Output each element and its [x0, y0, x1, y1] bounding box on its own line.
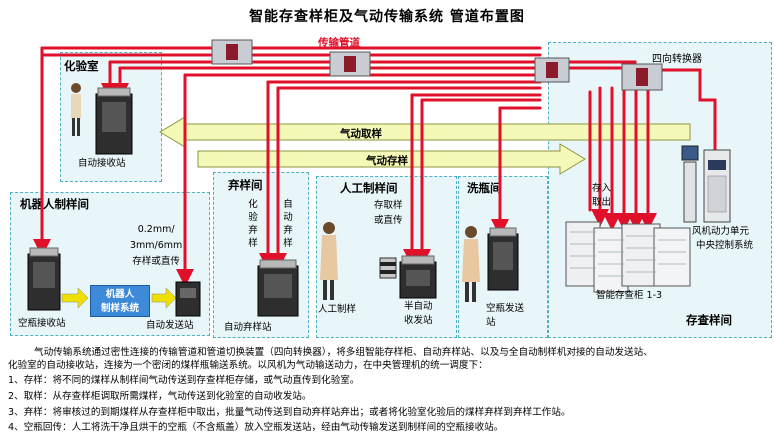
description-line-2: 化验室的自动接收站，连接为一个密闭的煤样瓶输送系统。以风机为气动输送动力，在中央…	[8, 360, 488, 371]
storage-room-label: 存查样间	[686, 313, 732, 327]
discard-room-label: 弃样间	[228, 178, 263, 192]
take-out-label: 取出	[592, 197, 612, 208]
vertical-char: 弃	[283, 225, 293, 236]
auto-send-station-label: 自动发送站	[146, 320, 194, 331]
manual-person	[320, 222, 338, 300]
fan-unit-label: 风机动力单元	[692, 226, 750, 237]
robot-room-label: 机器人制样间	[20, 197, 89, 211]
fetch-arrow-label: 气动取样	[340, 128, 382, 140]
empty-send-station-label: 空瓶发送 站	[486, 302, 524, 330]
store-arrow	[197, 143, 586, 175]
fan-power-unit	[703, 149, 731, 223]
description-line-3: 1、存样：将不同的煤样从制样间气动传送到存查样柜存储，或气动直传到化验室。	[8, 375, 360, 386]
lab-person	[71, 83, 81, 136]
auto-discard-station-device	[257, 259, 299, 317]
pipe-label: 传输管道	[317, 36, 360, 49]
empty-send-line-2: 站	[486, 317, 496, 328]
robot-size-line-2: 3mm/6mm	[130, 240, 183, 251]
pipe-switch	[211, 39, 253, 65]
semi-auto-station-label: 半自动 收发站	[404, 300, 433, 328]
central-control-label: 中央控制系统	[696, 240, 754, 251]
manual-room-label: 人工制样间	[340, 181, 398, 195]
robot-flow-arrow-1	[61, 287, 89, 309]
description-line-6: 4、空瓶回传：人工将洗干净且烘干的空瓶（不含瓶盖）放入空瓶发送站，经由气动传输发…	[8, 422, 504, 433]
empty-bottle-receive-station	[27, 247, 61, 311]
robot-size-line-3: 存样或直传	[132, 256, 180, 267]
wash-room-label: 洗瓶间	[467, 181, 502, 195]
pipe-converter-left	[534, 57, 570, 83]
four-way-converter	[621, 63, 663, 91]
sample-bottle	[379, 257, 397, 279]
discard-right-vertical-label: 自动弃样	[282, 198, 294, 250]
cabinet-label: 智能存查柜 1-3	[596, 290, 663, 301]
store-arrow-label: 气动存样	[366, 155, 408, 167]
vertical-char: 动	[283, 212, 293, 223]
storage-room	[548, 42, 772, 338]
smart-cabinets	[565, 221, 691, 293]
vertical-char: 样	[283, 238, 293, 249]
empty-send-line-1: 空瓶发送	[486, 303, 525, 314]
discard-left-vertical-label: 化验弃样	[247, 198, 259, 250]
vertical-char: 样	[248, 238, 258, 249]
manual-person-label: 人工制样	[318, 304, 357, 315]
robot-system-box: 机器人 制样系统	[90, 285, 150, 317]
vertical-char: 弃	[248, 225, 258, 236]
wash-person	[462, 226, 480, 302]
control-terminal	[681, 145, 699, 223]
semi-auto-station-device	[399, 255, 437, 299]
four-way-label: 四向转换器	[652, 54, 702, 65]
robot-size-line-1: 0.2mm/	[137, 224, 175, 235]
lab-station-label: 自动接收站	[78, 158, 126, 169]
manual-note-label: 存取样 或直传	[374, 198, 403, 228]
robot-flow-arrow-2	[151, 287, 177, 309]
auto-send-station	[175, 281, 201, 317]
robot-size-label: 0.2mm/ 3mm/6mm 存样或直传	[130, 222, 182, 270]
pipe-switch-2	[329, 51, 371, 77]
manual-note-line-1: 存取样	[374, 200, 403, 211]
pipe-diagram: 传输管道	[27, 36, 731, 317]
store-in-label: 存入	[592, 183, 612, 194]
description-line-4: 2、取样：从存查样柜调取所需煤样，气动传送到化验室的自动收发站。	[8, 391, 312, 402]
robot-system-line-1: 机器人	[105, 289, 135, 300]
manual-note-line-2: 或直传	[374, 215, 403, 226]
vertical-char: 化	[248, 199, 258, 210]
vertical-char: 自	[283, 199, 293, 210]
robot-system-line-2: 制样系统	[100, 303, 139, 314]
page-title: 智能存查样柜及气动传输系统 管道布置图	[249, 9, 525, 25]
lab-receive-station	[95, 87, 133, 155]
semi-auto-line-2: 收发站	[404, 315, 433, 326]
manual-room	[316, 176, 457, 338]
vertical-char: 验	[248, 212, 258, 223]
description-line-1: 气动传输系统通过密性连接的传输管道和管道切换装置（四向转换器），将多组智能存样柜…	[34, 347, 653, 358]
description-line-5: 3、弃样：将审核过的到期煤样从存查样柜中取出，批量气动传送到自动弃样站弃出；或者…	[8, 407, 571, 418]
empty-bottle-send-device	[487, 227, 519, 291]
auto-discard-station-label: 自动弃样站	[224, 322, 272, 333]
empty-bottle-station-label: 空瓶接收站	[18, 318, 66, 329]
semi-auto-line-1: 半自动	[404, 301, 433, 312]
lab-room-label: 化验室	[64, 59, 99, 73]
